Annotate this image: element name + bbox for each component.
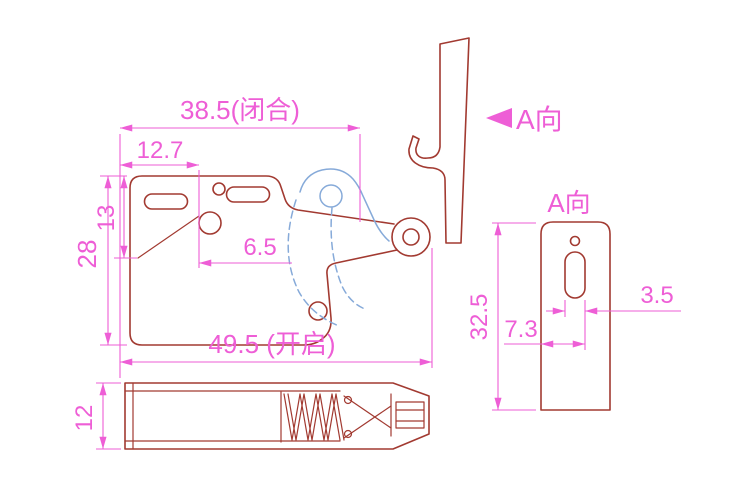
lever-mechanism <box>287 168 390 327</box>
a-direction-label: A向 <box>516 104 563 135</box>
dim-text-catch-offset: 6.5 <box>243 234 276 261</box>
dim-text-plate-depth: 13 <box>93 205 120 232</box>
a-view-part <box>408 37 470 244</box>
dim-slot-offset: 7.3 <box>504 300 586 350</box>
front-view <box>129 175 431 346</box>
linkage-pivot-bottom <box>343 429 353 439</box>
dim-text-side-height: 32.5 <box>466 294 493 341</box>
roller-block-inner <box>395 401 425 429</box>
a-direction-arrow-icon <box>486 108 512 128</box>
roller-inner <box>402 228 420 246</box>
dim-height: 28 <box>72 175 127 346</box>
dim-text-thickness: 12 <box>71 405 98 432</box>
dim-text-height: 28 <box>72 240 102 269</box>
lever-phantom-path-1 <box>287 199 340 327</box>
a-direction-callout: A向 <box>486 104 563 135</box>
dim-catch-offset: 6.5 <box>198 234 292 267</box>
lever-phantom-path-2 <box>330 207 366 310</box>
side-view: A向 <box>540 188 611 411</box>
pin-hole <box>212 182 226 196</box>
center-hole <box>198 211 222 235</box>
roller-outer <box>391 217 431 257</box>
side-view-title: A向 <box>547 188 590 218</box>
dim-width-open: 49.5 (开启) <box>119 248 433 368</box>
dim-text-slot-offset: 7.3 <box>504 316 537 343</box>
dim-text-width-open: 49.5 (开启) <box>208 329 335 359</box>
side-view-slot <box>564 251 586 299</box>
spring-coil-1 <box>283 393 341 441</box>
lower-hole <box>308 301 328 321</box>
lever-arm <box>299 168 390 242</box>
dim-slot-width: 3.5 <box>546 282 681 317</box>
dim-thickness: 12 <box>71 382 121 450</box>
side-view-outline <box>540 221 611 411</box>
dim-side-height: 32.5 <box>466 222 536 411</box>
dimensions: 38.5(闭合) 12.7 28 13 6.5 <box>71 95 681 450</box>
dim-text-hole-offset: 12.7 <box>137 137 184 164</box>
hook-part-outline <box>408 37 470 244</box>
mounting-slot-right <box>225 186 271 203</box>
latch-body-outline <box>129 175 398 346</box>
mounting-slot-left <box>143 193 189 210</box>
dim-text-slot-width: 3.5 <box>640 282 673 309</box>
side-view-hole <box>569 235 581 247</box>
bend-line <box>137 215 200 259</box>
lever-pivot <box>319 184 343 208</box>
linkage-pivot-top <box>343 395 353 405</box>
dim-hole-offset: 12.7 <box>119 137 200 268</box>
bottom-view-outline <box>124 382 430 450</box>
dim-plate-depth: 13 <box>93 175 137 259</box>
dim-text-width-closed: 38.5(闭合) <box>180 95 300 125</box>
spring-coil-2 <box>287 393 345 441</box>
dim-width-closed: 38.5(闭合) <box>119 95 361 222</box>
bottom-view <box>124 382 430 450</box>
